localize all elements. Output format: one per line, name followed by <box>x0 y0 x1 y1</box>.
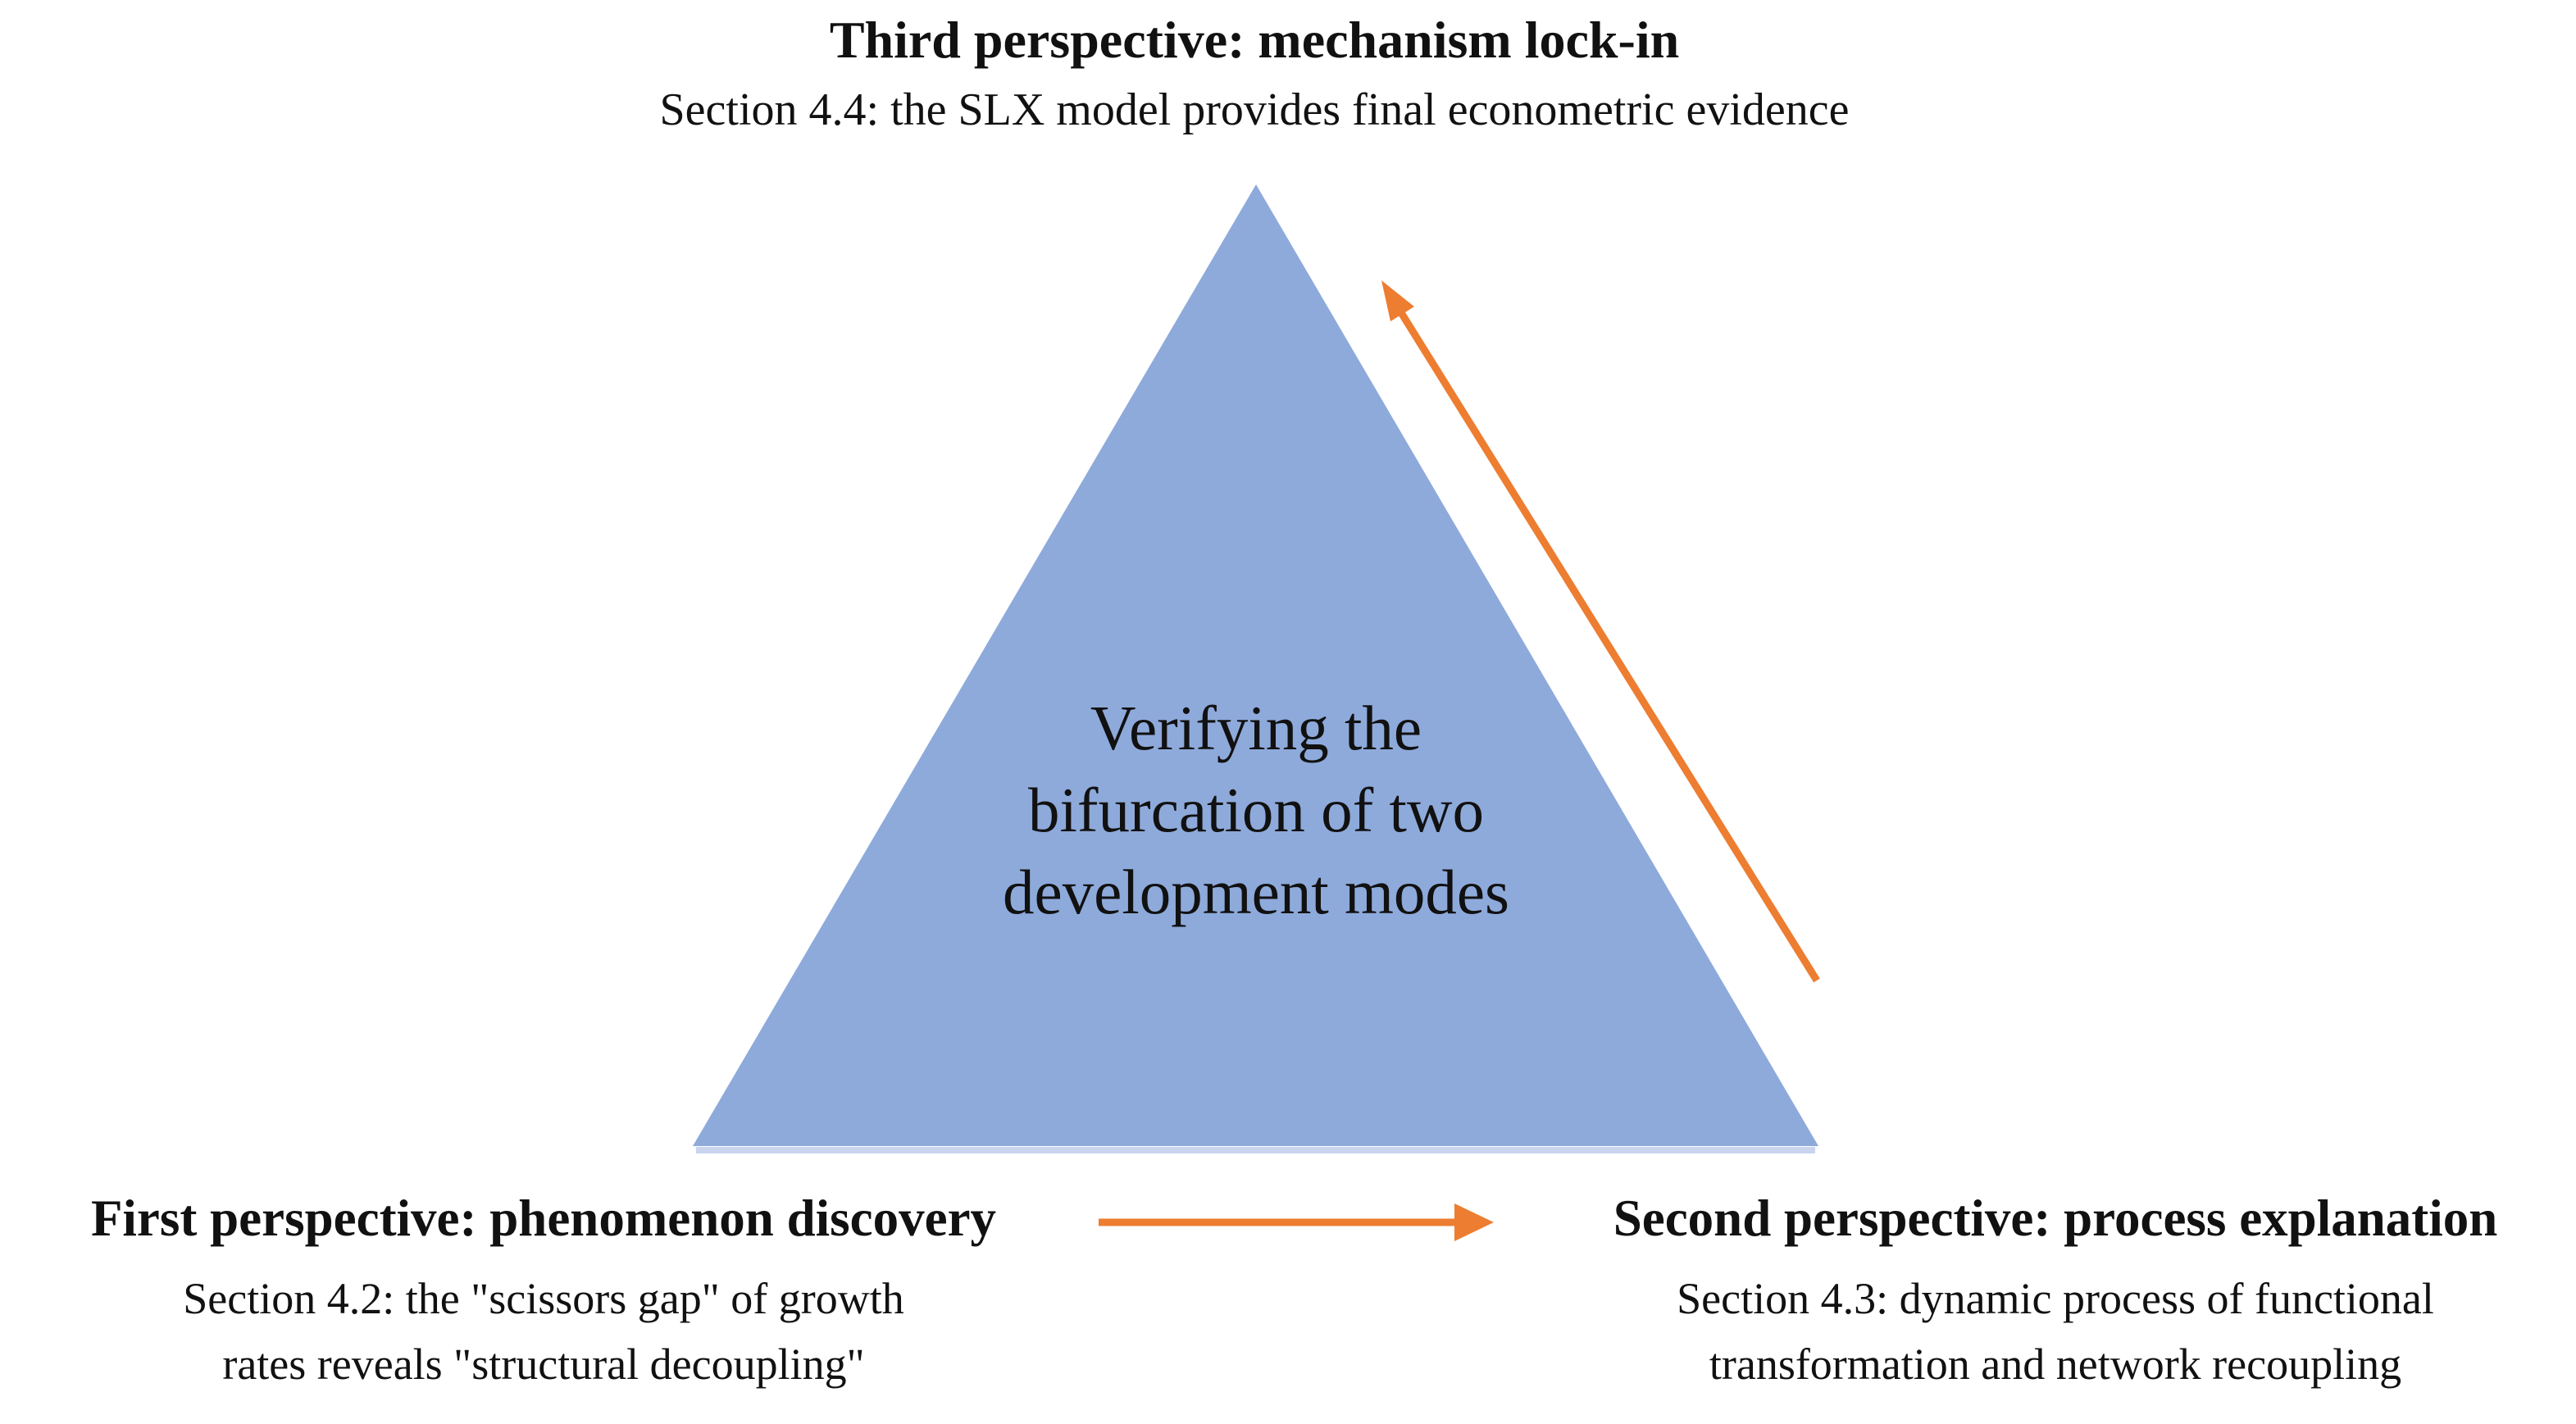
first-perspective-title: First perspective: phenomenon discovery <box>90 1190 997 1247</box>
second-perspective-block: Second perspective: process explanation … <box>1538 1189 2573 1397</box>
third-perspective-subtitle: Section 4.4: the SLX model provides fina… <box>659 84 1850 136</box>
diagonal-flow-arrow-line <box>1399 312 1820 983</box>
triangle-text-line1: Verifying the <box>1090 693 1422 763</box>
second-perspective-subtitle: Section 4.3: dynamic process of function… <box>1538 1266 2573 1397</box>
second-perspective-subtitle-line2: transformation and network recoupling <box>1709 1339 2402 1389</box>
second-perspective-subtitle-line1: Section 4.3: dynamic process of function… <box>1677 1273 2434 1323</box>
diagonal-flow-arrow <box>1381 280 1820 983</box>
third-perspective-block: Third perspective: mechanism lock-in Sec… <box>435 10 2074 137</box>
triangle-text-line3: development modes <box>1003 857 1509 927</box>
diagonal-flow-arrowhead-icon <box>1381 280 1414 321</box>
second-perspective-title: Second perspective: process explanation <box>1613 1190 2498 1247</box>
first-perspective-block: First perspective: phenomenon discovery … <box>10 1189 1077 1397</box>
triangle-center-text: Verifying the bifurcation of two develop… <box>846 687 1666 933</box>
horizontal-flow-arrow <box>1099 1203 1494 1241</box>
first-perspective-subtitle: Section 4.2: the "scissors gap" of growt… <box>10 1266 1077 1397</box>
triangle-text-line2: bifurcation of two <box>1028 775 1484 845</box>
third-perspective-title: Third perspective: mechanism lock-in <box>829 11 1680 69</box>
triangle-shape <box>693 184 1818 1146</box>
horizontal-flow-arrowhead-icon <box>1454 1203 1494 1241</box>
first-perspective-subtitle-line1: Section 4.2: the "scissors gap" of growt… <box>183 1273 904 1323</box>
first-perspective-subtitle-line2: rates reveals "structural decoupling" <box>222 1339 865 1389</box>
